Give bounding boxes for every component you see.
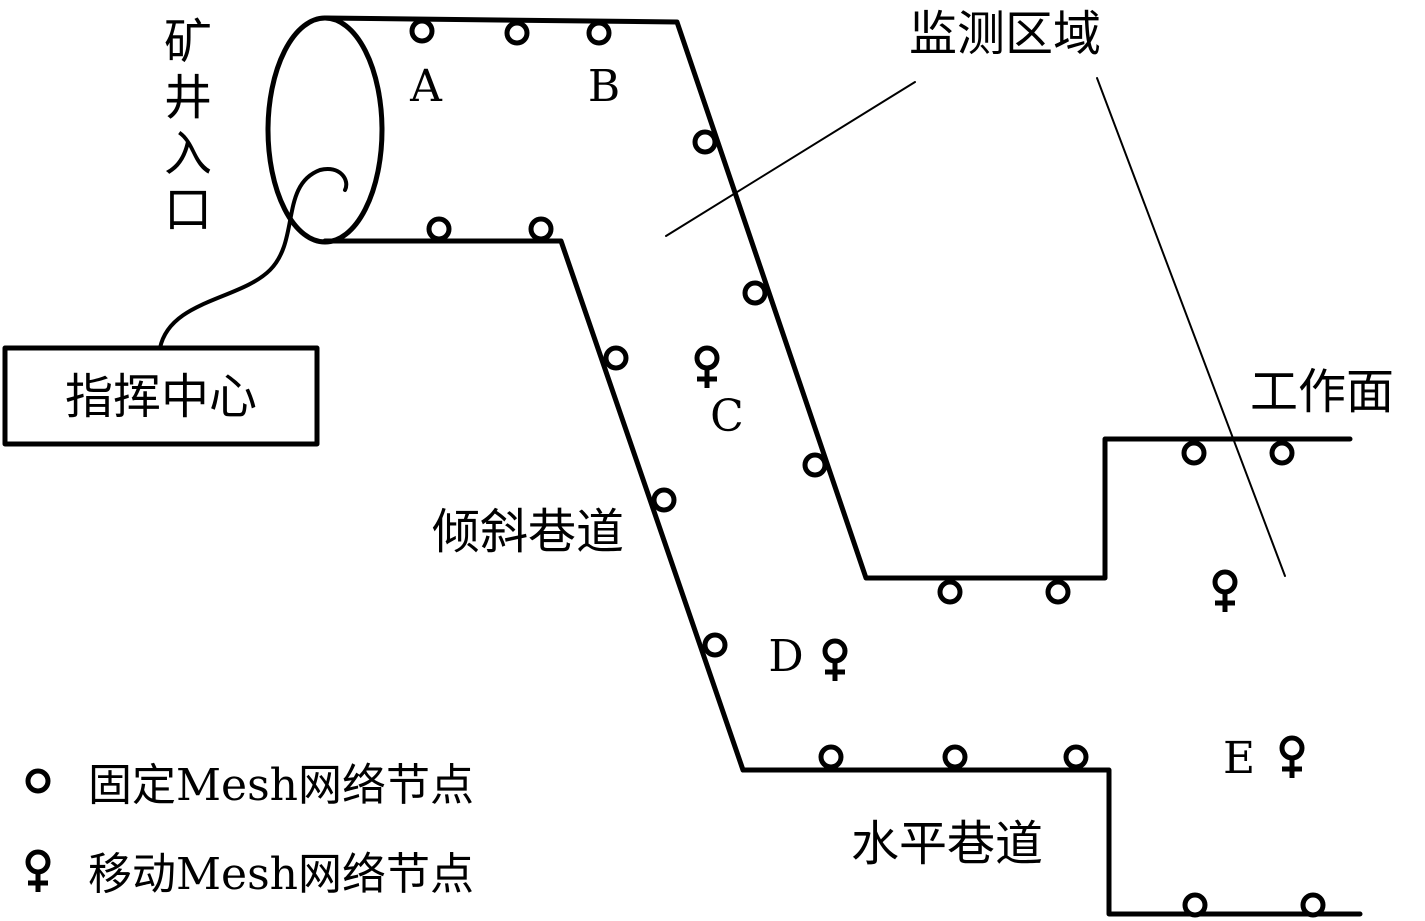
fixed-node xyxy=(1300,892,1326,918)
fixed-nodes xyxy=(409,18,1326,918)
command-center-box xyxy=(2,345,320,447)
node-label-a: A xyxy=(409,61,443,112)
fixed-node xyxy=(426,216,452,242)
fixed-node xyxy=(1063,744,1089,770)
legend-fixed-label: 固定Mesh网络节点 xyxy=(88,760,474,811)
command-center-label: 指挥中心 xyxy=(65,369,257,425)
monitoring-area-label: 监测区域 xyxy=(909,6,1101,62)
fixed-node xyxy=(409,18,435,44)
fixed-node xyxy=(1045,579,1071,605)
communication-cable xyxy=(158,167,349,350)
node-label-c: C xyxy=(710,391,744,442)
monitoring-area-leader-left xyxy=(665,81,916,237)
fixed-node xyxy=(586,20,612,46)
mine-entrance-char-4: 口 xyxy=(164,182,212,238)
fixed-node xyxy=(528,216,554,242)
horizontal-roadway-label: 水平巷道 xyxy=(851,816,1043,872)
inclined-roadway-label: 倾斜巷道 xyxy=(432,504,624,560)
node-label-e: E xyxy=(1223,733,1255,784)
fixed-node xyxy=(802,452,828,478)
mine-entrance-shaft xyxy=(265,15,385,245)
mobile-node xyxy=(1279,735,1305,778)
node-label-d: D xyxy=(768,631,803,682)
mine-entrance-char-3: 入 xyxy=(164,126,212,182)
fixed-node xyxy=(603,345,629,371)
node-label-b: B xyxy=(588,61,620,112)
monitoring-area-leader-right xyxy=(1096,77,1286,577)
fixed-node xyxy=(504,20,530,46)
legend-mobile-label: 移动Mesh网络节点 xyxy=(88,849,474,900)
fixed-node xyxy=(937,579,963,605)
fixed-node xyxy=(742,280,768,306)
fixed-node xyxy=(651,487,677,513)
fixed-node xyxy=(702,632,728,658)
legend-fixed-node-icon xyxy=(25,768,51,794)
mobile-node xyxy=(694,345,720,388)
mine-entrance-char-2: 井 xyxy=(164,70,212,126)
mine-entrance-ellipse xyxy=(265,15,385,245)
mobile-node xyxy=(822,638,848,681)
legend: 固定Mesh网络节点 移动Mesh网络节点 xyxy=(25,760,474,900)
fixed-node xyxy=(1182,892,1208,918)
mine-entrance-char-1: 矿 xyxy=(164,14,212,70)
roadway-upper-boundary xyxy=(322,15,1353,581)
working-face-label: 工作面 xyxy=(1250,364,1394,420)
fixed-node xyxy=(942,744,968,770)
fixed-node xyxy=(1181,440,1207,466)
fixed-node xyxy=(818,744,844,770)
fixed-node xyxy=(1269,440,1295,466)
legend-mobile-node-icon xyxy=(25,849,51,892)
fixed-node xyxy=(692,129,718,155)
mobile-node xyxy=(1212,569,1238,612)
roadway-lower-boundary xyxy=(322,238,1363,917)
